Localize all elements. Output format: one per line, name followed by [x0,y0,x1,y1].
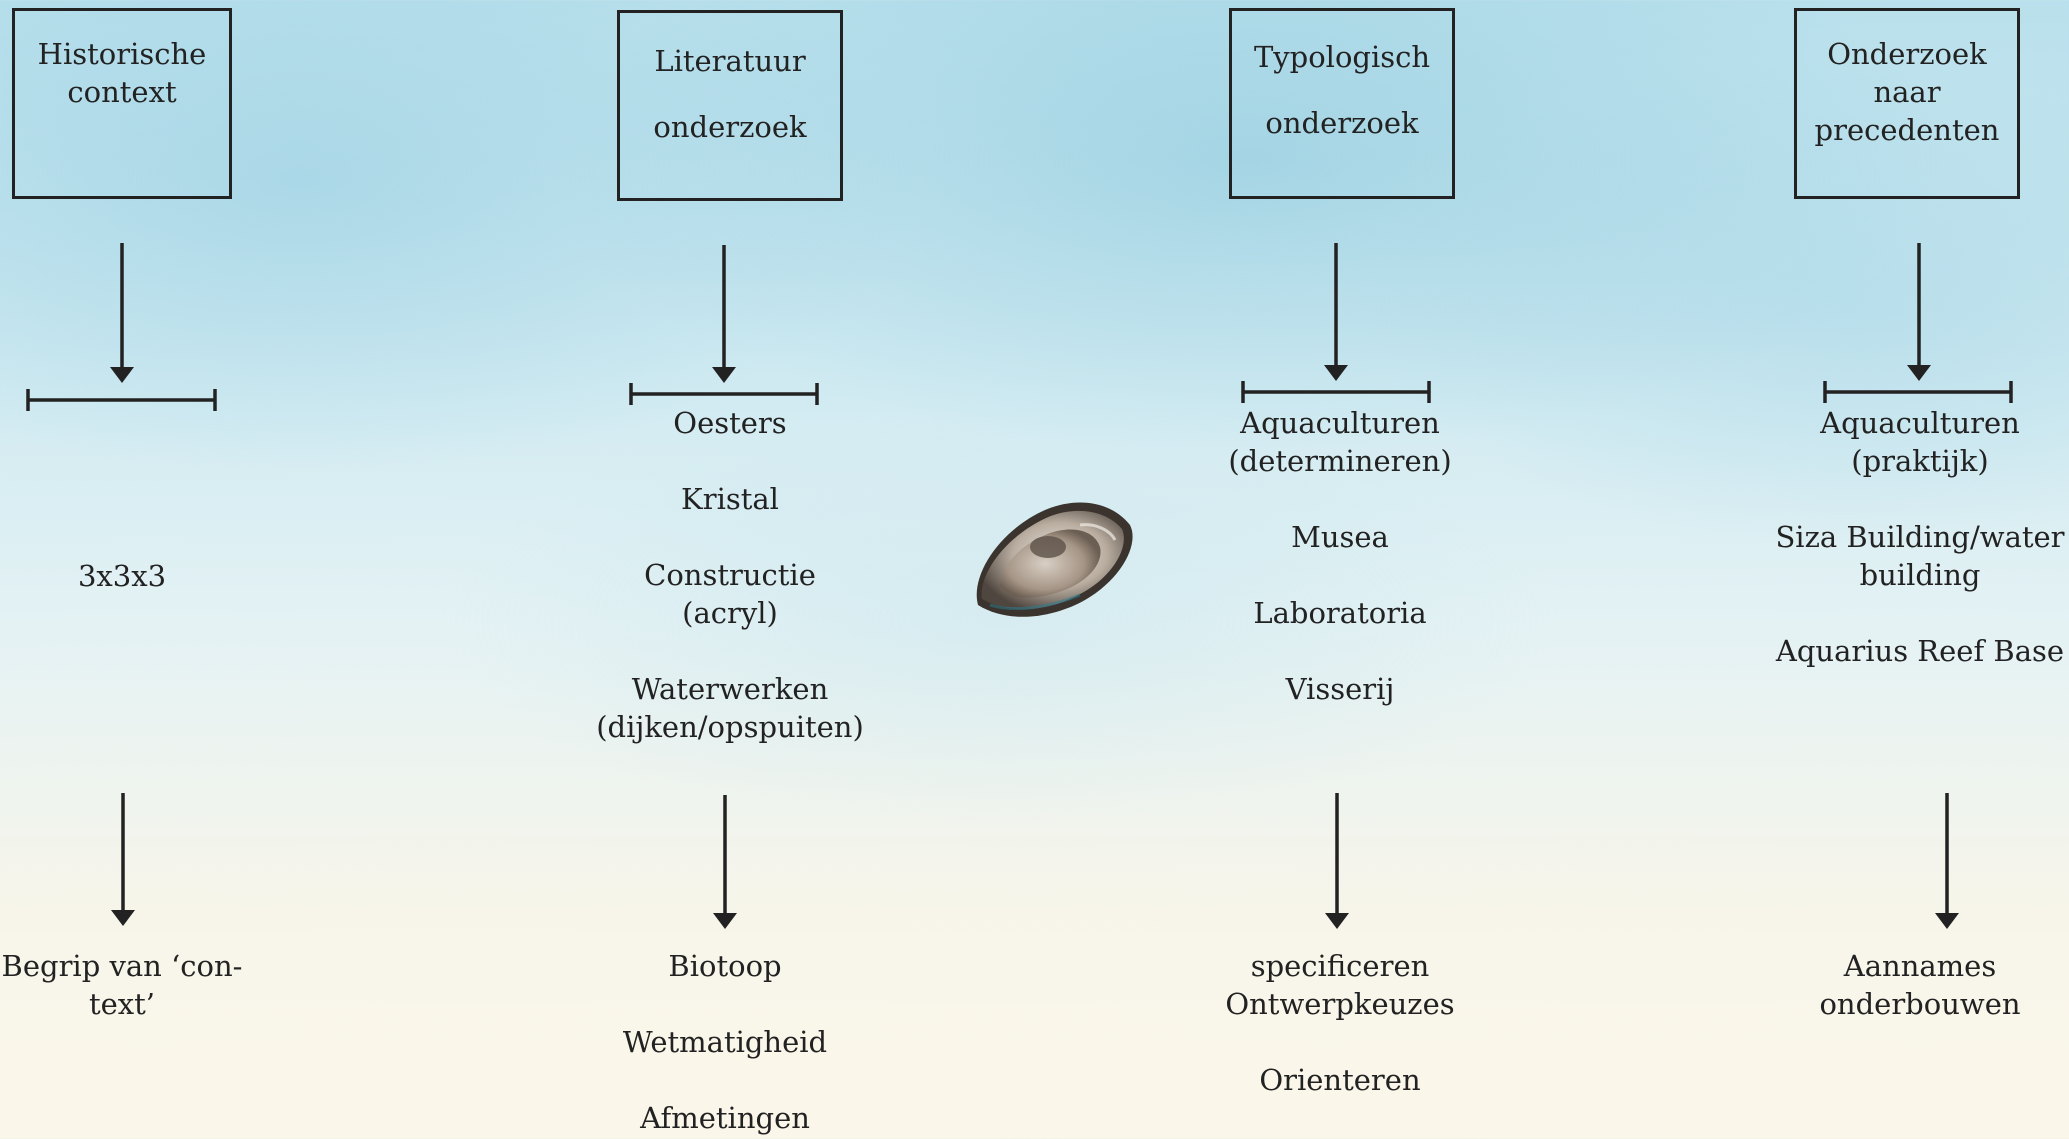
item-line: Aquaculturen [1240,406,1440,440]
box-historische-context: Historische context [12,8,232,199]
item-line: Visserij [1285,672,1395,706]
item-line: Laboratoria [1253,596,1427,630]
column-items-typologisch: Aquaculturen (determineren) Musea Labora… [1190,404,1490,708]
box-typologisch-onderzoek: Typologisch onderzoek [1229,8,1455,199]
column-outcomes-literatuur: Biotoop Wetmatigheid Afmetingen [575,947,875,1137]
list-item: Aannames onderbouwen [1770,947,2069,1023]
item-line: Constructie [644,558,816,592]
item-line: Biotoop [668,949,782,983]
item-line: specificeren [1250,949,1430,983]
box-label-line: context [67,75,177,109]
list-item: Kristal [580,480,880,518]
oyster-image [976,502,1133,617]
box-label-line: Onderzoek naar [1827,37,1987,109]
list-item: specificeren Ontwerpkeuzes [1190,947,1490,1023]
list-item: Constructie (acryl) [580,556,880,632]
column-items-literatuur: Oesters Kristal Constructie (acryl) Wate… [580,404,880,746]
item-line: Aannames [1843,949,1997,983]
list-item: Aquaculturen (praktijk) [1770,404,2069,480]
arrowhead [111,910,135,926]
item-line: building [1859,558,1981,592]
list-item: Visserij [1190,670,1490,708]
list-item: Laboratoria [1190,594,1490,632]
list-item: 3x3x3 [22,557,222,595]
item-line: Ontwerpkeuzes [1225,987,1455,1021]
arrowhead [110,367,134,383]
box-label-line: Historische [37,37,207,71]
item-line: Waterwerken [631,672,829,706]
list-item: Begrip van ‘con- text’ [0,947,244,1023]
box-literatuur-onderzoek: Literatuur onderzoek [617,10,843,201]
item-line: Oesters [673,406,787,440]
item-line: Siza Building/water [1775,520,2065,554]
box-label-line: onderzoek [653,110,807,144]
arrowhead [713,913,737,929]
item-line: Wetmatigheid [622,1025,828,1059]
item-line: Aquarius Reef Base [1775,634,2065,668]
arrowhead [1907,365,1931,381]
list-item: Wetmatigheid [575,1023,875,1061]
arrowhead [712,367,736,383]
column-outcomes-typologisch: specificeren Ontwerpkeuzes Orienteren [1190,947,1490,1099]
item-line: (acryl) [682,596,778,630]
box-onderzoek-naar-precedenten: Onderzoek naar precedenten [1794,8,2020,199]
item-line: Afmetingen [640,1101,810,1135]
item-line: (praktijk) [1851,444,1989,478]
item-line: onderbouwen [1819,987,2021,1021]
box-label-line: Typologisch [1253,40,1431,74]
column-items-precedenten: Aquaculturen (praktijk) Siza Building/wa… [1770,404,2069,670]
list-item: Aquaculturen (determineren) [1190,404,1490,480]
item-line: text’ [88,987,156,1021]
item-line: 3x3x3 [77,559,167,593]
box-label-line: Literatuur [654,44,806,78]
column-items-historische: 3x3x3 [22,557,222,595]
list-item: Siza Building/water building [1770,518,2069,594]
column-outcomes-precedenten: Aannames onderbouwen [1770,947,2069,1023]
list-item: Waterwerken (dijken/opspuiten) [580,670,880,746]
item-line: Kristal [681,482,779,516]
list-item: Biotoop [575,947,875,985]
list-item: Orienteren [1190,1061,1490,1099]
list-item: Aquarius Reef Base [1770,632,2069,670]
list-item: Afmetingen [575,1099,875,1137]
item-line: (determineren) [1228,444,1452,478]
box-label-line: precedenten [1814,113,2000,147]
item-line: (dijken/opspuiten) [596,710,864,744]
item-line: Orienteren [1259,1063,1421,1097]
arrowhead [1325,913,1349,929]
item-line: Musea [1291,520,1389,554]
box-label-line: onderzoek [1265,106,1419,140]
arrowhead [1935,913,1959,929]
arrowhead [1324,365,1348,381]
item-line: Begrip van ‘con- [1,949,243,983]
column-outcomes-historische: Begrip van ‘con- text’ [0,947,244,1023]
list-item: Musea [1190,518,1490,556]
item-line: Aquaculturen [1820,406,2020,440]
list-item: Oesters [580,404,880,442]
